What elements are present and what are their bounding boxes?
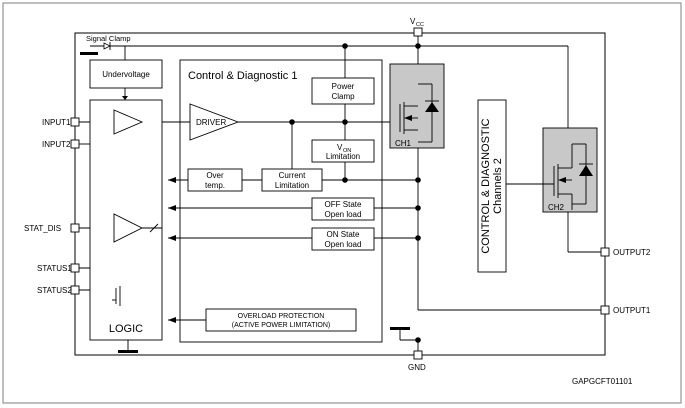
control-diag2-box xyxy=(477,99,507,273)
off-state-label-1: OFF State xyxy=(325,200,362,209)
logic-label: LOGIC xyxy=(109,323,143,335)
power-clamp-box xyxy=(311,77,375,105)
status-mosfet-symbol xyxy=(112,286,121,306)
driver-label: DRIVER xyxy=(196,118,226,127)
ch1-label: CH1 xyxy=(395,139,412,148)
output2-pin xyxy=(600,247,610,257)
stat-dis-label: STAT_DIS xyxy=(24,224,61,233)
arrows xyxy=(168,177,176,323)
signal-clamp-label: Signal Clamp xyxy=(86,34,131,43)
driver-block xyxy=(189,103,240,141)
input2-label: INPUT2 xyxy=(42,140,71,149)
ch1-mosfet: CH1 xyxy=(389,63,445,149)
von-limitation-box xyxy=(311,139,375,163)
on-state-label-1: ON State xyxy=(327,230,360,239)
von-label-main: V xyxy=(337,143,343,152)
control-diag1-title: Control & Diagnostic 1 xyxy=(188,70,297,82)
input1-label: INPUT1 xyxy=(42,118,71,127)
on-state-label-2: Open load xyxy=(325,240,362,249)
overload-label-1: OVERLOAD PROTECTION xyxy=(238,313,325,320)
overload-protection-box xyxy=(205,308,357,332)
status1-pin xyxy=(70,263,80,273)
input1-pin xyxy=(70,117,80,127)
von-label-sub: ON xyxy=(343,148,351,154)
overload-label-2: (ACTIVE POWER LIMITATION) xyxy=(232,322,331,329)
ch2-label: CH2 xyxy=(548,203,565,212)
gnd-label: GND xyxy=(408,363,426,372)
stat-dis-buffer xyxy=(113,213,144,243)
control-diag1-box xyxy=(179,59,383,343)
on-state-box xyxy=(311,227,375,251)
stat-dis-pin xyxy=(70,223,80,233)
vcc-pin xyxy=(413,27,423,37)
output1-label: OUTPUT1 xyxy=(613,306,651,315)
chip-outline xyxy=(74,32,606,356)
current-limitation-label-1: Current xyxy=(279,171,306,180)
output2-label: OUTPUT2 xyxy=(613,248,651,257)
vcc-label-sub: CC xyxy=(416,22,424,28)
output1-pin xyxy=(600,305,610,315)
von-label-line2: Limitation xyxy=(326,152,360,161)
status2-label: STATUS2 xyxy=(37,286,72,295)
undervoltage-label: Undervoltage xyxy=(102,70,150,79)
current-limitation-box xyxy=(261,168,323,192)
gnd-pin xyxy=(413,350,423,360)
undervoltage-box xyxy=(89,59,163,89)
input2-pin xyxy=(70,139,80,149)
signal-clamp: Signal Clamp xyxy=(80,34,131,55)
over-temp-label-2: temp. xyxy=(205,181,225,190)
off-state-box xyxy=(311,197,375,221)
figure-id: GAPGCFT01101 xyxy=(572,377,633,386)
power-clamp-label-2: Clamp xyxy=(331,92,355,101)
status1-label: STATUS1 xyxy=(37,264,72,273)
off-state-label-2: Open load xyxy=(325,210,362,219)
over-temp-box xyxy=(187,168,243,192)
ch2-mosfet: CH2 xyxy=(506,127,598,213)
vcc-label-main: V xyxy=(410,17,416,26)
pins xyxy=(70,27,610,360)
power-clamp-label-1: Power xyxy=(332,82,355,91)
current-limitation-label-2: Limitation xyxy=(275,181,309,190)
status2-pin xyxy=(70,285,80,295)
control-diag2-label-1: CONTROL & DIAGNOSTIC xyxy=(480,118,492,253)
control-diag2-label-2: Channels 2 xyxy=(492,158,504,214)
figure-frame xyxy=(2,2,682,404)
input-buffer xyxy=(113,109,144,135)
junction-dots xyxy=(289,43,421,343)
over-temp-label-1: Over xyxy=(206,171,224,180)
